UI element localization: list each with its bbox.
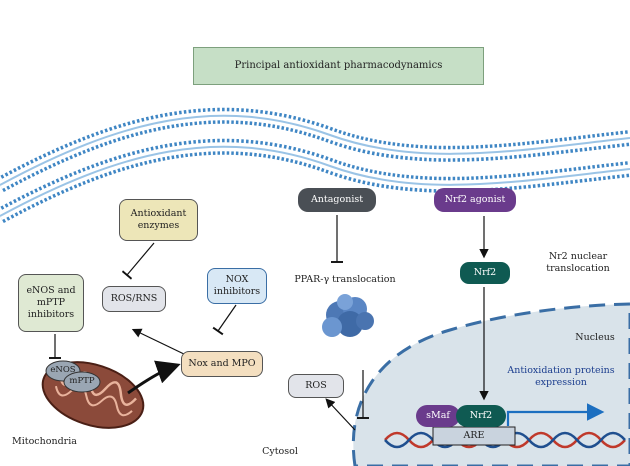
- nrf2-agonist-pill: Nrf2 agonist: [434, 188, 516, 212]
- antagonist-pill: Antagonist: [298, 188, 376, 212]
- nrf2-pill: Nrf2: [460, 262, 510, 284]
- edge-noxinh-to-noxmpo: [212, 304, 237, 336]
- ppar-translocation-label: PPAR-γ translocation: [294, 274, 396, 285]
- edge-mito-to-noxmpo: [127, 360, 181, 395]
- nox-inhibitors-box: NOX inhibitors: [207, 268, 267, 304]
- nrf2-bound-label: Nrf2: [469, 410, 493, 421]
- enos-label: eNOS: [50, 365, 76, 375]
- nr2-nuclear-translocation-label: Nr2 nuclear translocation: [546, 251, 610, 274]
- ros-rns-box: ROS/RNS: [102, 286, 166, 312]
- nox-mpo-box: Nox and MPO: [181, 351, 263, 377]
- nucleus-label: Nucleus: [575, 332, 615, 343]
- antioxidation-proteins-label: Antioxidation proteins expression: [507, 365, 615, 388]
- edge-noxmpo-to-rosrns: [131, 328, 187, 356]
- diagram-title: Principal antioxidant pharmacodynamics: [193, 47, 484, 85]
- cell-membrane: [0, 107, 630, 224]
- smaf-label: sMaf: [426, 410, 450, 421]
- antioxidant-enzymes-box: Antioxidant enzymes: [119, 199, 198, 241]
- transcription-arrow: [506, 403, 605, 426]
- cytosol-label: Cytosol: [262, 446, 298, 457]
- edge-nucleus-to-ros: [325, 398, 356, 431]
- enos-mptp-inhibitors-box: eNOS and mPTP inhibitors: [18, 274, 84, 332]
- nrf2-bound-shape: [456, 405, 506, 427]
- ppar-protein-icon: [322, 294, 374, 337]
- are-label: ARE: [463, 430, 485, 441]
- ros-box: ROS: [288, 374, 344, 398]
- mptp-oval: [63, 371, 101, 393]
- edge-enzymes-to-rosrns: [121, 242, 155, 280]
- smaf-shape: [416, 405, 460, 427]
- mptp-label: mPTP: [69, 376, 95, 386]
- mitochondria-label: Mitochondria: [12, 436, 77, 447]
